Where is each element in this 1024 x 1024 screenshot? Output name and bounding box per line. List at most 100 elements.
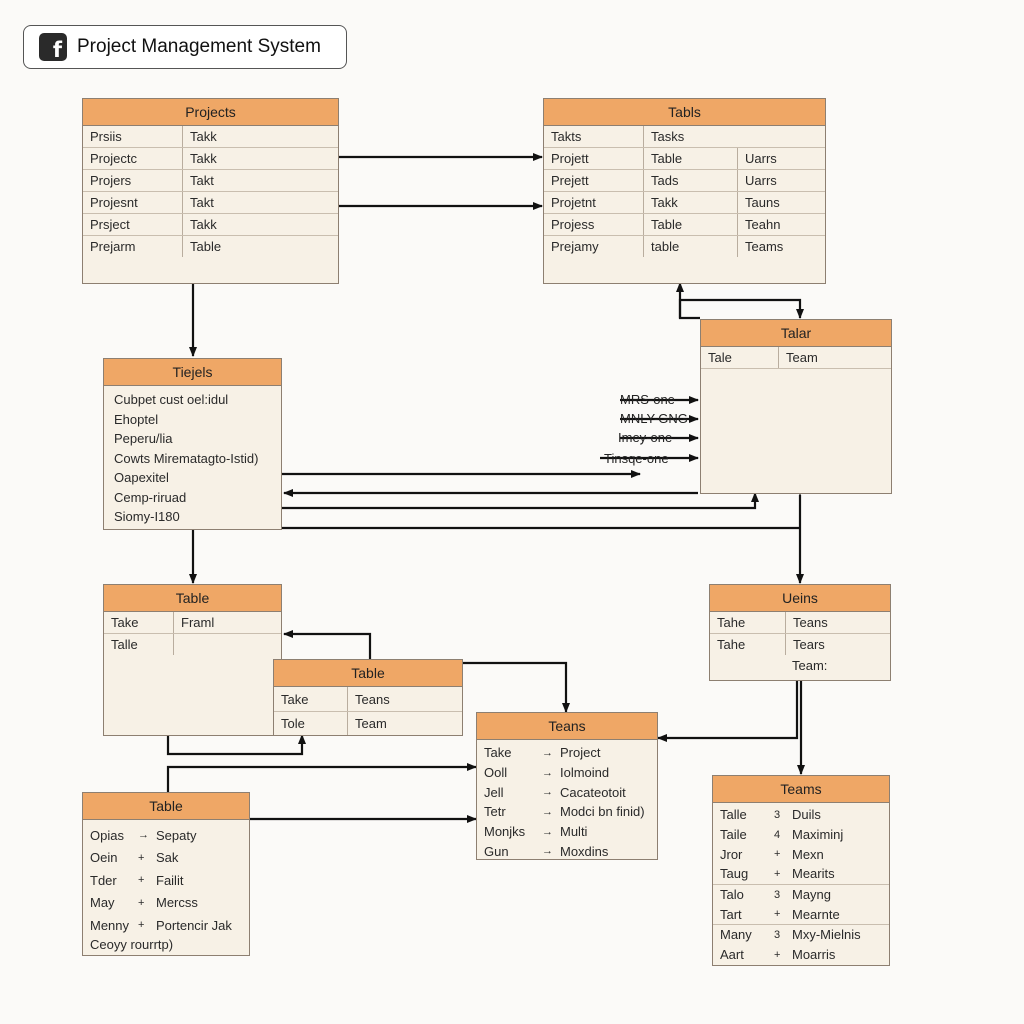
table-cell: Take	[104, 612, 174, 633]
table-cell: Taile	[720, 827, 747, 843]
table-cell: Prejamy	[544, 236, 644, 257]
table-cell: Mearits	[792, 866, 835, 882]
table-cell: Mercss	[156, 895, 198, 911]
table-cell: Iolmoind	[560, 765, 610, 781]
table-cell: +	[774, 948, 781, 961]
table-header: Tiejels	[104, 359, 281, 386]
table-cell: Tder	[90, 872, 117, 888]
table-cell: Takk	[190, 151, 217, 166]
table-cell: Multi	[560, 824, 588, 840]
table-line: Siomy-I180	[114, 509, 180, 524]
table-cell: Talle	[720, 807, 747, 823]
table-cell: Projett	[544, 148, 644, 169]
table-footer: Ceoyy rourrtp)	[90, 936, 174, 952]
table-cell: +	[774, 867, 781, 880]
table-header: Teans	[477, 713, 657, 740]
app-title: Project Management System	[77, 36, 321, 57]
connector-left-bottom-teans	[164, 763, 477, 801]
table-cell: Tasks	[651, 129, 685, 144]
table-cell: Tahe	[710, 634, 786, 655]
table-cell: Teams	[745, 239, 784, 254]
table-cell: Teans	[793, 615, 828, 630]
table-cell: Projers	[83, 170, 183, 191]
table-cell: +	[774, 848, 781, 861]
table-cell: Tale	[701, 347, 779, 368]
table-bottom[interactable]: Table Opias→Sepaty Oein+Sak Tder+Failit …	[82, 792, 250, 956]
table-cell: Tetr	[484, 804, 506, 820]
facebook-icon: f	[39, 33, 67, 61]
table-cell: Teans	[355, 691, 390, 707]
table-cell: 4	[774, 828, 781, 841]
table-cell: Projess	[544, 214, 644, 235]
table-cell: Sak	[156, 850, 179, 866]
table-cell: Duils	[792, 807, 821, 823]
table-cell: Taug	[720, 866, 749, 882]
table-cell: Ooll	[484, 765, 508, 781]
table-cell: Many	[720, 927, 752, 943]
table-header: Ueins	[710, 585, 890, 612]
table-cell: Tears	[793, 637, 825, 652]
table-cell: Project	[560, 745, 601, 761]
connector-table-mid-left	[283, 630, 372, 660]
table-cell: Jror	[720, 846, 743, 862]
table-cell: Talle	[104, 634, 174, 655]
table-cell: Modci bn finid)	[560, 804, 645, 820]
table-line: Cowts Mirematagto-Istid)	[114, 450, 259, 466]
table-cell: 3	[774, 808, 781, 821]
table-left[interactable]: Table Take Framl Talle	[103, 584, 282, 736]
table-cell: Menny	[90, 917, 130, 933]
table-cell: Mayng	[792, 887, 832, 903]
table-header: Table	[83, 793, 249, 820]
table-cell: Framl	[181, 615, 215, 630]
relation-label: MNLY-GNG	[620, 411, 688, 426]
table-cell: Projectc	[83, 148, 183, 169]
table-cell: Tart	[720, 906, 742, 922]
table-cell: Teahn	[745, 217, 781, 232]
table-cell: Takt	[190, 173, 214, 188]
relation-label: Imey-one	[618, 430, 673, 445]
table-cell: Take	[484, 745, 512, 761]
connector-users-teans	[657, 681, 799, 742]
table-cell: Take	[274, 687, 348, 711]
table-cell: Moxdins	[560, 843, 609, 859]
table-cell: Monjks	[484, 824, 526, 840]
table-line: Ehoptel	[114, 411, 159, 427]
table-cell: Opias	[90, 827, 124, 843]
table-cell: Mearnte	[792, 906, 840, 922]
table-cell: Prejarm	[83, 236, 183, 257]
table-cell: Sepaty	[156, 827, 197, 843]
table-cell: Team	[355, 716, 387, 731]
table-cell: Projetnt	[544, 192, 644, 213]
table-cell: Mxy-Mielnis	[792, 927, 861, 943]
table-cell: Table	[190, 239, 222, 254]
table-cell: Takk	[644, 192, 738, 213]
table-line: Cemp-riruad	[114, 489, 187, 505]
table-cell: 3	[774, 888, 781, 901]
table-cell: Takk	[190, 129, 217, 144]
table-header: Table	[104, 585, 281, 612]
connector-talar-tasks-up	[676, 282, 700, 320]
connector-table-mid-teans	[462, 661, 570, 713]
table-header: Talar	[701, 320, 891, 347]
table-tejels[interactable]: Tiejels Cubpet cust oel:idul Ehoptel Pep…	[103, 358, 282, 530]
connector-table-left-mid	[164, 726, 306, 756]
table-cell: Mexn	[792, 846, 824, 862]
table-header: Table	[274, 660, 462, 687]
table-line: Oapexitel	[114, 470, 169, 485]
table-cell: Tads	[644, 170, 738, 191]
table-header: Teams	[713, 776, 889, 803]
table-line: Peperu/lia	[114, 431, 173, 446]
table-cell: Tahe	[710, 612, 786, 633]
table-cell: +	[774, 908, 781, 921]
table-cell: Moarris	[792, 947, 836, 963]
table-cell: Team	[786, 350, 818, 365]
table-line: Cubpet cust oel:idul	[114, 392, 229, 407]
table-teans[interactable]: Teans Take→Project Ooll→Iolmoind Jell→Ca…	[476, 712, 658, 860]
table-talar[interactable]: Talar Tale Team	[700, 319, 892, 494]
table-cell: Table	[644, 214, 738, 235]
